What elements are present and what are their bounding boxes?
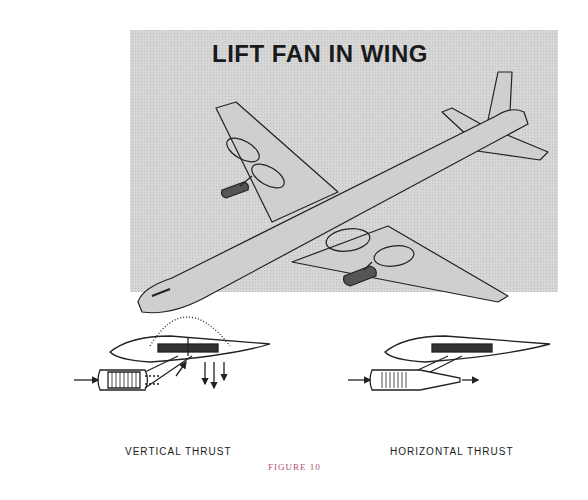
diagram-title: LIFT FAN IN WING xyxy=(212,40,428,68)
horizontal-thrust-section xyxy=(348,336,550,390)
figure-caption: FIGURE 10 xyxy=(268,462,321,472)
section-label: VERTICAL THRUST xyxy=(125,446,232,457)
section-label: HORIZONTAL THRUST xyxy=(390,446,513,457)
vertical-thrust-section xyxy=(74,317,270,390)
airplane xyxy=(138,72,548,313)
